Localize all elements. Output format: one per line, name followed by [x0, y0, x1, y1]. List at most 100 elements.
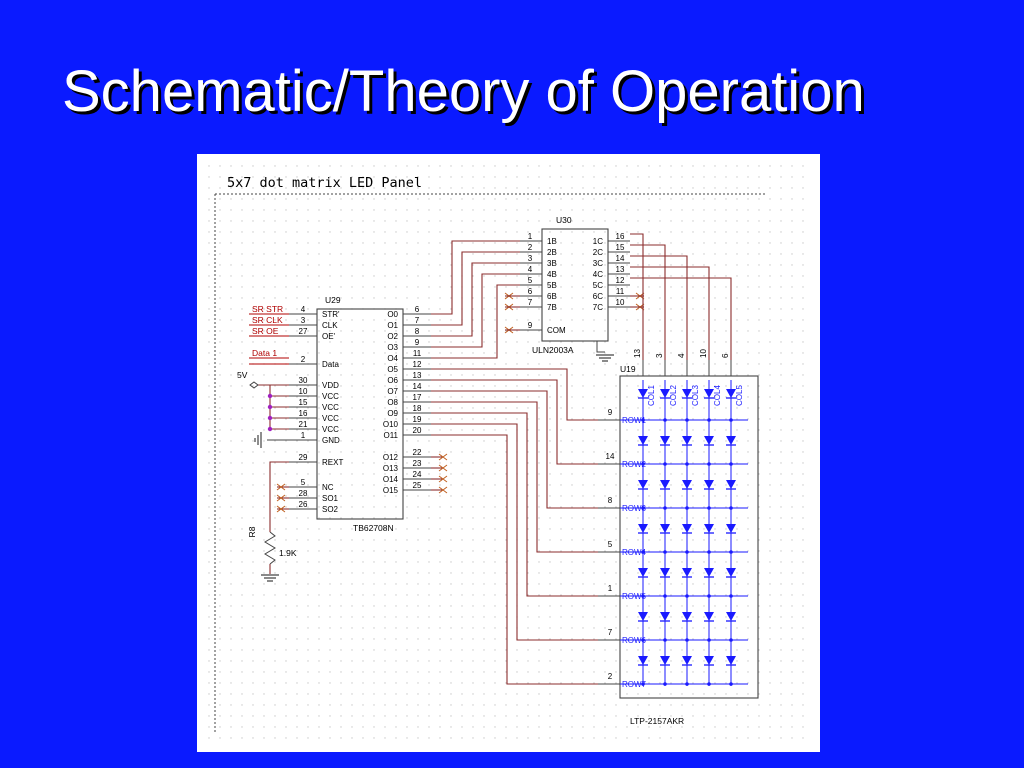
resistor-value: 1.9K [279, 548, 297, 558]
u19-col-pin-num: 10 [699, 349, 708, 358]
ground-symbol [596, 354, 614, 362]
u30-pin-name: 3B [547, 259, 557, 268]
u19-col-label: COL5 [735, 385, 744, 406]
u29-u19-row-wire [431, 434, 598, 685]
signal-label: Data 1 [252, 348, 277, 358]
u19-col-pin-num: 13 [633, 349, 642, 358]
matrix-node [707, 682, 711, 686]
matrix-node [663, 418, 667, 422]
led-diode [726, 389, 736, 398]
matrix-node [641, 594, 645, 598]
u30-pin-num: 2 [528, 243, 533, 252]
u30-pin-num: 16 [616, 232, 625, 241]
u29-pin-name: OE' [322, 332, 336, 341]
u19-col-label: COL2 [669, 385, 678, 406]
no-connect-mark [438, 464, 448, 472]
u29-pin-name: STR' [322, 310, 340, 319]
ground-symbol [261, 574, 279, 582]
junction-dot [267, 393, 273, 399]
matrix-node [685, 506, 689, 510]
u19-col-label: COL4 [713, 385, 722, 406]
u19-row-label: ROW2 [622, 460, 647, 469]
u29-pin-num: 16 [299, 409, 308, 418]
led-diode [704, 656, 714, 665]
led-diode [704, 524, 714, 533]
schematic-diagram: 5x7 dot matrix LED Panel U30ULN2003A11B2… [205, 162, 812, 744]
u29-pin-num: 1 [301, 431, 306, 440]
u29-ref: U29 [325, 295, 341, 305]
u29-u30-wire [431, 251, 520, 326]
no-connect-mark [276, 505, 286, 513]
u19-col-pin-num: 3 [655, 353, 664, 358]
led-diode [704, 480, 714, 489]
led-diode [726, 612, 736, 621]
u29-pin-num: 6 [415, 305, 420, 314]
led-diode [638, 656, 648, 665]
u29-pin-name: O1 [387, 321, 398, 330]
led-diode [660, 568, 670, 577]
u19-row-pin-num: 5 [608, 540, 613, 549]
u19-row-pin-num: 2 [608, 672, 613, 681]
matrix-node [707, 594, 711, 598]
u29-pin-name: O7 [387, 387, 398, 396]
led-diode [682, 612, 692, 621]
u29-pin-num: 5 [301, 478, 306, 487]
matrix-node [729, 638, 733, 642]
u29-pin-name: O4 [387, 354, 398, 363]
u29-pin-name: NC [322, 483, 334, 492]
matrix-node [707, 506, 711, 510]
u29-pin-name: O12 [383, 453, 399, 462]
matrix-node [707, 418, 711, 422]
u30-pin-name: 3C [593, 259, 603, 268]
u29-pin-name: O2 [387, 332, 398, 341]
u29-pin-name: REXT [322, 458, 343, 467]
supply-port [249, 381, 259, 389]
led-diode [638, 524, 648, 533]
matrix-node [729, 594, 733, 598]
u30-pin-name: 5B [547, 281, 557, 290]
led-diode [660, 480, 670, 489]
u30-pin-num: 3 [528, 254, 533, 263]
led-diode [726, 436, 736, 445]
u29-u19-row-wire [431, 401, 598, 553]
u30-pin-name: 1B [547, 237, 557, 246]
u29-pin-num: 29 [299, 453, 308, 462]
u29-u30-wire [431, 262, 520, 337]
led-diode [726, 656, 736, 665]
u29-pin-num: 15 [299, 398, 308, 407]
u29-u30-wire [431, 284, 520, 359]
u29-pin-name: VCC [322, 414, 339, 423]
u19-row-pin-num: 8 [608, 496, 613, 505]
matrix-node [663, 550, 667, 554]
u30-pin-name: 6C [593, 292, 603, 301]
slide-title: Schematic/Theory of Operation [62, 59, 865, 124]
u19-ref: U19 [620, 364, 636, 374]
u30-pin-name: 2B [547, 248, 557, 257]
no-connect-mark [438, 475, 448, 483]
matrix-node [641, 506, 645, 510]
u30-pin-num: 1 [528, 232, 533, 241]
u29-pin-name: VCC [322, 403, 339, 412]
u29-pin-num: 2 [301, 355, 306, 364]
led-diode [682, 389, 692, 398]
u30-u19-col-wire [630, 244, 666, 360]
led-diode [704, 436, 714, 445]
u30-com-num: 9 [528, 321, 533, 330]
u30-pin-name: 4B [547, 270, 557, 279]
u30-gnd-wire [596, 341, 605, 353]
u19-row-pin-num: 1 [608, 584, 613, 593]
u29-pin-name: O3 [387, 343, 398, 352]
u29-pin-num: 19 [413, 415, 422, 424]
u30-u19-col-wire [630, 277, 732, 360]
ground-symbol [254, 432, 262, 448]
u29-pin-num: 9 [415, 338, 420, 347]
no-connect-mark [438, 486, 448, 494]
matrix-node [729, 462, 733, 466]
signal-label: SR STR [252, 304, 283, 314]
u30-u19-col-wire [630, 266, 710, 360]
u29-pin-name: O11 [383, 431, 398, 440]
u29-u30-wire [431, 240, 520, 315]
u19-col-pin-num: 6 [721, 353, 730, 358]
matrix-node [663, 462, 667, 466]
u29-pin-num: 8 [415, 327, 420, 336]
